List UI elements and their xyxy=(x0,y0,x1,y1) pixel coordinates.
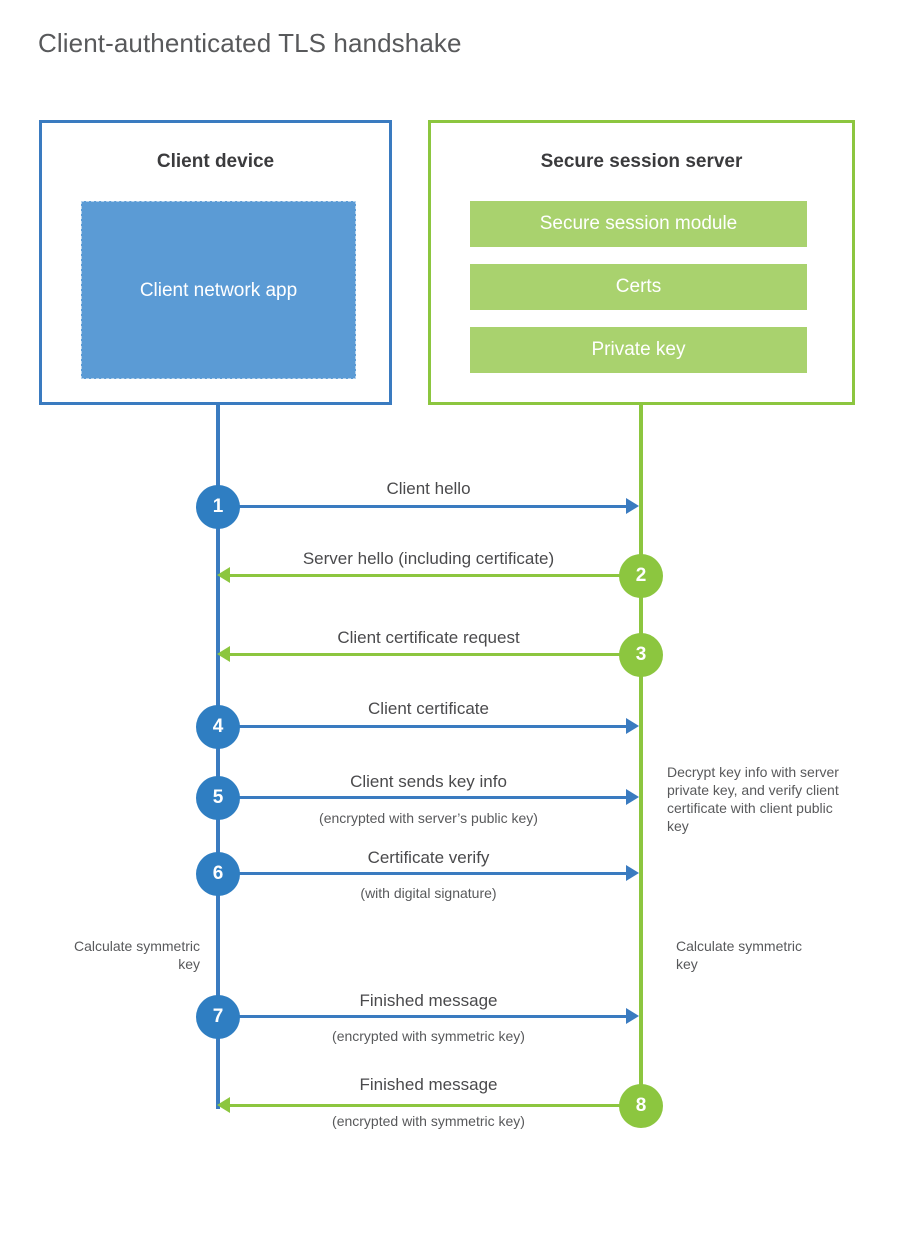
client-lifeline xyxy=(216,403,220,1109)
step-8-arrow-line xyxy=(230,1104,641,1107)
step-3-label: Client certificate request xyxy=(337,628,520,647)
server-component-label: Certs xyxy=(615,276,662,297)
server-component-certs: Certs xyxy=(470,264,807,310)
step-3-arrow-line xyxy=(230,653,641,656)
step-2-arrow-head-icon xyxy=(217,567,230,583)
secure-session-server-title: Secure session server xyxy=(540,151,743,172)
server-decrypt-annotation: Decrypt key info with server private key… xyxy=(667,764,839,834)
step-1-label: Client hello xyxy=(386,479,471,498)
step-5-arrow-head-icon xyxy=(626,789,639,805)
step-6-sublabel: (with digital signature) xyxy=(360,885,497,901)
step-6-arrow-head-icon xyxy=(626,865,639,881)
secure-session-server-box: Secure session server Secure session mod… xyxy=(428,120,855,405)
step-4-circle[interactable]: 4 xyxy=(196,705,240,749)
step-4-arrow-line xyxy=(218,725,626,728)
step-8-sublabel: (encrypted with symmetric key) xyxy=(332,1113,525,1129)
client-device-box: Client device Client network app xyxy=(39,120,392,405)
step-6-number: 6 xyxy=(212,863,224,884)
step-3-arrow-head-icon xyxy=(217,646,230,662)
step-1-arrow-head-icon xyxy=(626,498,639,514)
step-3-number: 3 xyxy=(635,644,647,665)
step-6-arrow-line xyxy=(218,872,626,875)
server-component-label: Secure session module xyxy=(539,213,738,234)
server-component-label: Private key xyxy=(591,339,686,360)
client-network-app-block: Client network app xyxy=(81,201,356,379)
server-lifeline xyxy=(639,403,643,1109)
step-2-circle[interactable]: 2 xyxy=(619,554,663,598)
step-4-number: 4 xyxy=(212,716,224,737)
step-2-arrow-line xyxy=(230,574,641,577)
step-5-sublabel: (encrypted with server’s public key) xyxy=(319,810,538,826)
step-3-circle[interactable]: 3 xyxy=(619,633,663,677)
step-1-circle[interactable]: 1 xyxy=(196,485,240,529)
step-1-number: 1 xyxy=(212,496,224,517)
client-calculate-symmetric-key-annotation: Calculate symmetric key xyxy=(73,938,200,972)
step-2-number: 2 xyxy=(635,565,647,586)
step-7-number: 7 xyxy=(212,1006,224,1027)
step-7-arrow-head-icon xyxy=(626,1008,639,1024)
step-5-arrow-line xyxy=(218,796,626,799)
step-6-label: Certificate verify xyxy=(367,848,490,867)
step-7-arrow-line xyxy=(218,1015,626,1018)
step-6-circle[interactable]: 6 xyxy=(196,852,240,896)
step-5-number: 5 xyxy=(212,787,224,808)
step-7-circle[interactable]: 7 xyxy=(196,995,240,1039)
step-7-sublabel: (encrypted with symmetric key) xyxy=(332,1028,525,1044)
step-8-arrow-head-icon xyxy=(217,1097,230,1113)
step-8-circle[interactable]: 8 xyxy=(619,1084,663,1128)
step-7-label: Finished message xyxy=(359,991,498,1010)
client-device-title: Client device xyxy=(156,151,275,172)
step-4-label: Client certificate xyxy=(368,699,489,718)
step-2-label: Server hello (including certificate) xyxy=(302,549,555,568)
step-1-arrow-line xyxy=(218,505,626,508)
server-component-secure-session-module: Secure session module xyxy=(470,201,807,247)
page-title: Client-authenticated TLS handshake xyxy=(38,28,462,58)
server-calculate-symmetric-key-annotation: Calculate symmetric key xyxy=(676,938,803,972)
server-component-private-key: Private key xyxy=(470,327,807,373)
step-5-label: Client sends key info xyxy=(350,772,507,791)
step-8-label: Finished message xyxy=(359,1075,498,1094)
step-8-number: 8 xyxy=(635,1095,647,1116)
client-network-app-label: Client network app xyxy=(139,279,298,301)
step-4-arrow-head-icon xyxy=(626,718,639,734)
step-5-circle[interactable]: 5 xyxy=(196,776,240,820)
